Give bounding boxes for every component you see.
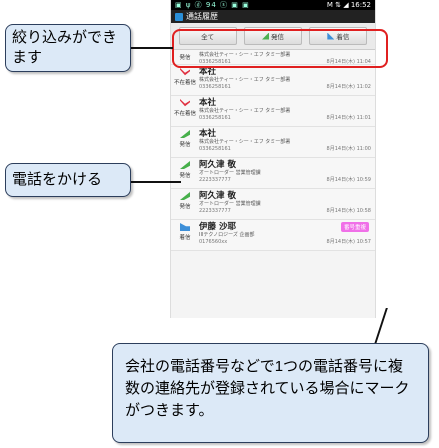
call-number: 0336258161 bbox=[199, 84, 231, 90]
call-date: 8月14日(木) 10:57 bbox=[326, 239, 371, 245]
contact-name: 本社 bbox=[199, 98, 217, 108]
outgoing-call-icon bbox=[180, 161, 190, 169]
call-type-label: 発信 bbox=[179, 142, 191, 148]
status-icons: ▣ ψ ⓓ 94 ⓢ ▣ ▣ bbox=[175, 1, 250, 9]
call-date: 8月14日(木) 11:04 bbox=[326, 59, 371, 65]
filter-highlight-frame bbox=[172, 29, 388, 68]
callout-connector bbox=[131, 181, 181, 183]
outgoing-call-icon bbox=[180, 130, 190, 138]
filter-all-label: 全て bbox=[201, 33, 215, 41]
call-log-list: 発信 株式会社ティー・シー・エフ タミー部署 0336258161 8月14日(… bbox=[171, 50, 375, 251]
app-title-bar: 通話履歴 bbox=[171, 10, 375, 23]
call-number: 0176560xx bbox=[199, 239, 228, 245]
call-log-row[interactable]: 発信 阿久津 敬 オートローダー 営業管理課 2223337777 8月14日(… bbox=[171, 158, 375, 189]
call-type-label: 発信 bbox=[179, 173, 191, 179]
call-type-label: 着信 bbox=[179, 235, 191, 241]
call-log-row[interactable]: 着信 伊藤 沙耶 IIIテクノロジーズ 企画部 0176560xx 8月14日(… bbox=[171, 220, 375, 251]
contact-name: 阿久津 敬 bbox=[199, 191, 236, 201]
filter-bar: 全て 発信 着信 bbox=[171, 23, 375, 50]
call-type-label: 発信 bbox=[179, 55, 191, 61]
filter-outgoing-label: 発信 bbox=[270, 33, 284, 41]
call-company: オートローダー 営業管理課 bbox=[199, 170, 261, 176]
status-bar: ▣ ψ ⓓ 94 ⓢ ▣ ▣ M ⇅ ◢ 16:52 bbox=[171, 0, 375, 10]
call-company: 株式会社ティー・シー・エフ タミー部署 bbox=[199, 139, 291, 145]
callout-connector bbox=[131, 47, 173, 49]
phone-screen: ▣ ψ ⓓ 94 ⓢ ▣ ▣ M ⇅ ◢ 16:52 通話履歴 全て 発信 着信… bbox=[170, 0, 376, 318]
call-number: 0336258161 bbox=[199, 146, 231, 152]
call-number: 0336258161 bbox=[199, 59, 231, 65]
call-number: 2223337777 bbox=[199, 177, 231, 183]
contact-name: 本社 bbox=[199, 129, 217, 139]
call-callout: 電話をかける bbox=[5, 163, 131, 197]
contact-name: 阿久津 敬 bbox=[199, 160, 236, 170]
call-date: 8月14日(木) 11:02 bbox=[326, 84, 371, 90]
incoming-call-icon bbox=[327, 32, 335, 40]
call-type-label: 不在着信 bbox=[173, 80, 196, 86]
status-right: M ⇅ ◢ 16:52 bbox=[326, 1, 371, 9]
call-company: IIIテクノロジーズ 企画部 bbox=[199, 232, 255, 238]
call-type-label: 発信 bbox=[179, 204, 191, 210]
contact-name: 伊藤 沙耶 bbox=[199, 222, 236, 232]
contact-name: 本社 bbox=[199, 67, 217, 77]
call-company: 株式会社ティー・シー・エフ タミー部署 bbox=[199, 108, 291, 114]
call-date: 8月14日(木) 11:01 bbox=[326, 115, 371, 121]
duplicate-number-badge: 番号重複 bbox=[340, 222, 369, 232]
filter-all-button[interactable]: 全て bbox=[178, 27, 237, 45]
outgoing-call-icon bbox=[180, 192, 190, 200]
app-title: 通話履歴 bbox=[186, 12, 218, 21]
call-log-row[interactable]: 不在着信 本社 株式会社ティー・シー・エフ タミー部署 0336258161 8… bbox=[171, 65, 375, 96]
duplicate-callout: 会社の電話番号などで1つの電話番号に複数の連絡先が登録されている場合にマークがつ… bbox=[112, 343, 429, 443]
call-company: 株式会社ティー・シー・エフ タミー部署 bbox=[199, 52, 291, 58]
call-back-button[interactable]: 発信 bbox=[171, 127, 199, 148]
call-log-row[interactable]: 発信 本社 株式会社ティー・シー・エフ タミー部署 0336258161 8月1… bbox=[171, 127, 375, 158]
callout-connector bbox=[374, 308, 388, 344]
outgoing-call-icon bbox=[261, 32, 269, 40]
call-date: 8月14日(木) 10:58 bbox=[326, 208, 371, 214]
filter-incoming-label: 着信 bbox=[336, 33, 350, 41]
filter-outgoing-button[interactable]: 発信 bbox=[243, 27, 302, 45]
filter-callout: 絞り込みができます bbox=[5, 24, 131, 72]
call-log-row[interactable]: 不在着信 本社 株式会社ティー・シー・エフ タミー部署 0336258161 8… bbox=[171, 96, 375, 127]
filter-incoming-button[interactable]: 着信 bbox=[309, 27, 368, 45]
missed-call-icon bbox=[180, 99, 190, 107]
call-log-row[interactable]: 発信 阿久津 敬 オートローダー 営業管理課 2223337777 8月14日(… bbox=[171, 189, 375, 220]
call-number: 2223337777 bbox=[199, 208, 231, 214]
call-date: 8月14日(木) 10:59 bbox=[326, 177, 371, 183]
incoming-call-icon bbox=[180, 223, 190, 231]
missed-call-icon bbox=[180, 68, 190, 76]
call-company: 株式会社ティー・シー・エフ タミー部署 bbox=[199, 77, 291, 83]
call-number: 0336258161 bbox=[199, 115, 231, 121]
call-log-app-icon bbox=[175, 12, 183, 21]
call-company: オートローダー 営業管理課 bbox=[199, 201, 261, 207]
call-date: 8月14日(木) 11:00 bbox=[326, 146, 371, 152]
call-type-label: 不在着信 bbox=[173, 111, 196, 117]
call-log-row[interactable]: 発信 株式会社ティー・シー・エフ タミー部署 0336258161 8月14日(… bbox=[171, 50, 375, 65]
